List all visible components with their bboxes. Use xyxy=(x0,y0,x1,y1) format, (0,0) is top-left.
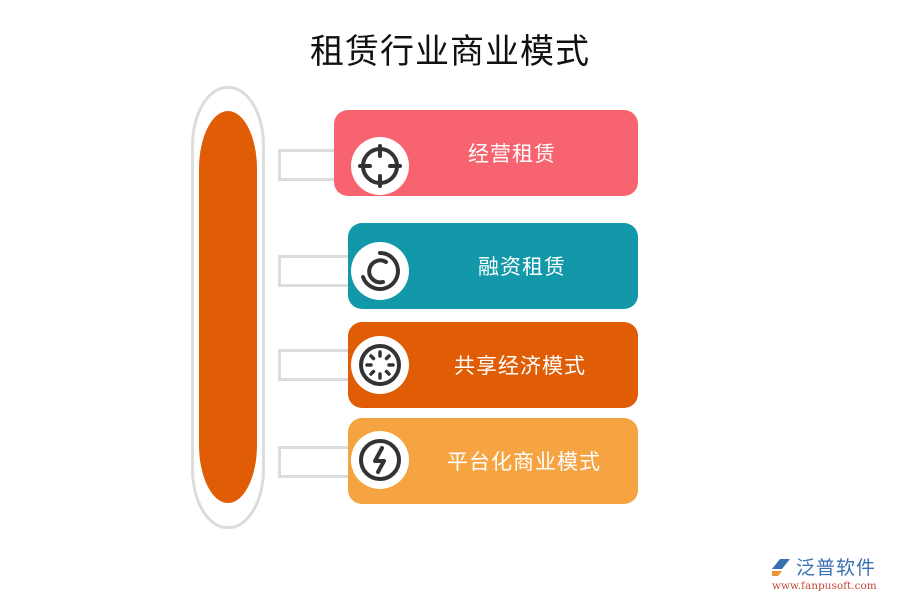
concentric-arcs-icon xyxy=(361,251,400,291)
card-label: 平台化商业模式 xyxy=(447,450,601,474)
logo-name: 泛普软件 xyxy=(796,557,877,579)
capsule-outline xyxy=(191,86,265,529)
fanpu-logo-icon xyxy=(772,558,790,576)
crosshair-icon xyxy=(358,144,402,188)
diagram-title: 租赁行业商业模式 xyxy=(310,32,590,72)
lightning-bolt-icon-badge xyxy=(351,431,409,489)
concentric-arcs-icon-badge xyxy=(351,242,409,300)
crosshair-icon-badge xyxy=(351,137,409,195)
fanpu-logo: 泛普软件 www.fanpusoft.com xyxy=(770,553,895,595)
lightning-bolt-icon xyxy=(359,439,401,481)
card-label: 共享经济模式 xyxy=(454,354,586,378)
loading-spinner-icon xyxy=(359,344,401,386)
card-label: 融资租赁 xyxy=(478,255,566,279)
logo-url: www.fanpusoft.com xyxy=(772,580,877,592)
card-label: 经营租赁 xyxy=(468,142,556,166)
loading-spinner-icon-badge xyxy=(351,336,409,394)
capsule-fill xyxy=(199,111,257,503)
